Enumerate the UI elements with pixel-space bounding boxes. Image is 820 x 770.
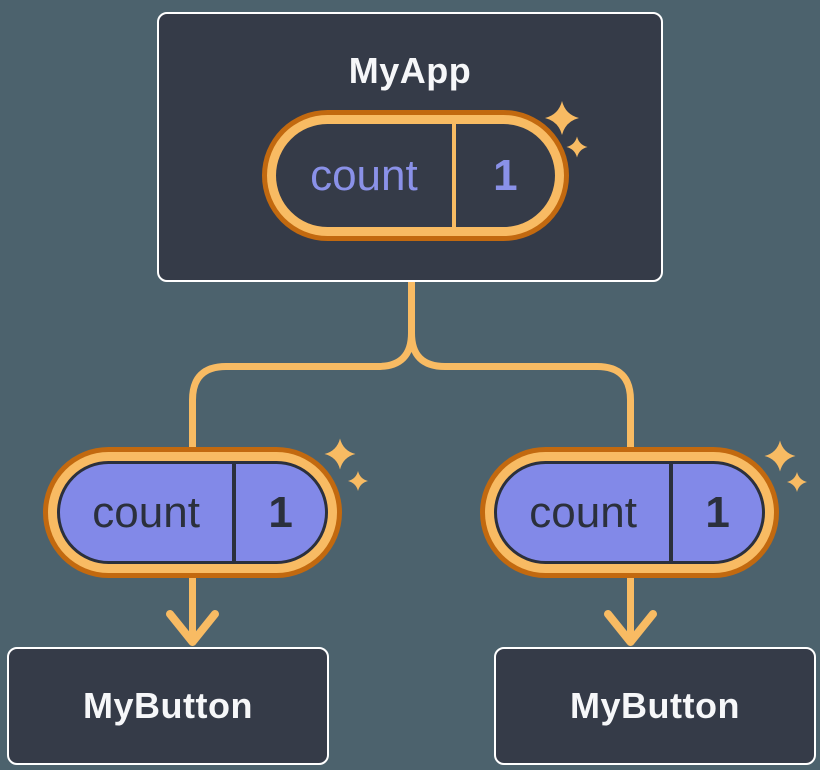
pill-body: count 1 (276, 124, 555, 227)
pill-body: count 1 (57, 461, 328, 564)
prop-value: 1 (268, 487, 293, 537)
arrow-down-icon (604, 576, 657, 646)
tree-connector-right (408, 280, 634, 452)
state-value: 1 (493, 150, 518, 200)
pill-ring: count 1 (485, 452, 774, 573)
prop-pill-right: count 1 (480, 447, 779, 578)
node-title: MyButton (570, 685, 740, 726)
pill-body: count 1 (494, 461, 765, 564)
pill-ring: count 1 (48, 452, 337, 573)
node-mybutton-left: MyButton (7, 647, 329, 765)
pill-divider (232, 464, 237, 561)
pill-ring: count 1 (267, 115, 564, 236)
node-title: MyApp (348, 50, 472, 91)
prop-name: count (92, 487, 200, 537)
tree-connector-left (189, 280, 415, 452)
node-mybutton-right: MyButton (494, 647, 816, 765)
prop-name: count (529, 487, 637, 537)
arrow-down-icon (166, 576, 219, 646)
pill-divider (669, 464, 674, 561)
state-pill: count 1 (262, 110, 569, 241)
prop-value: 1 (705, 487, 730, 537)
state-name: count (310, 150, 418, 200)
prop-pill-left: count 1 (43, 447, 342, 578)
node-title: MyButton (83, 685, 253, 726)
pill-divider (451, 124, 456, 227)
